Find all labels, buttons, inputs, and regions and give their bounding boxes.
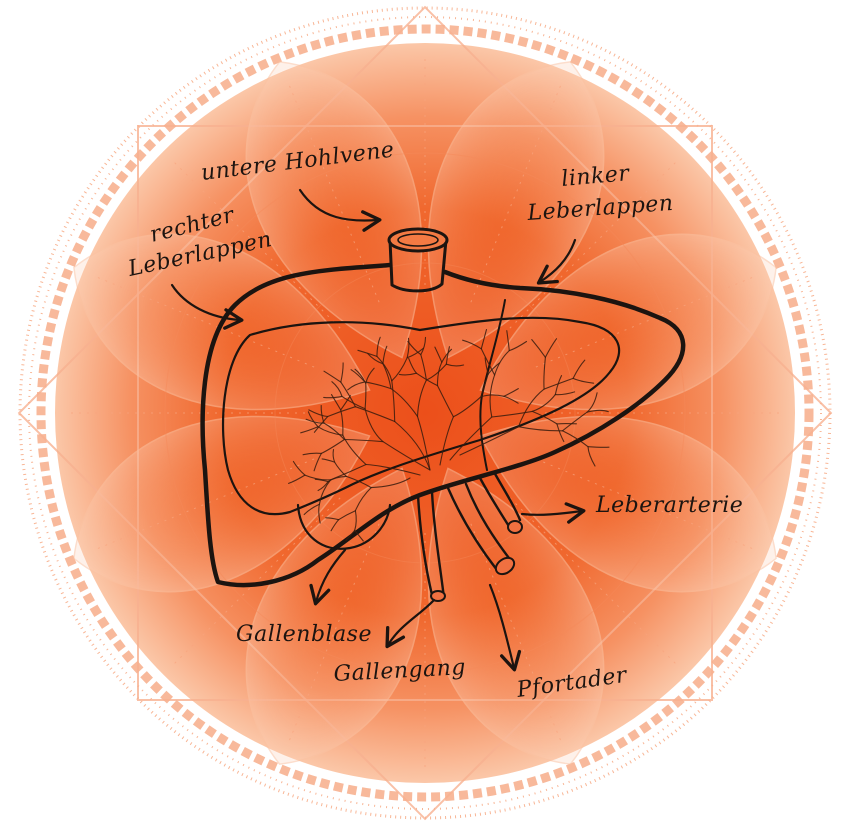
vein-branch — [588, 447, 609, 448]
mandala-background — [19, 7, 831, 819]
label-leberarterie: Leberarterie — [595, 493, 743, 518]
label-gallenblase: Gallenblase — [236, 622, 372, 647]
